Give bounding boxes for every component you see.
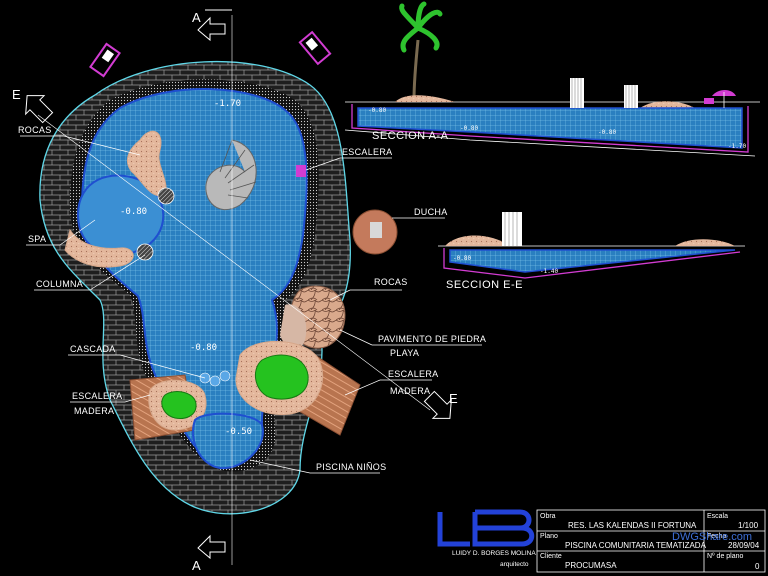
label-escalera-left: ESCALERA <box>72 391 122 401</box>
watermark: DWGShare.com <box>672 531 752 543</box>
section-ee: -0.80 -1.40 SECCION E-E <box>438 212 745 291</box>
label-piscina-ninos: PISCINA NIÑOS <box>316 462 386 472</box>
aa-depth-1: -0.80 <box>368 107 386 114</box>
rocks-spa <box>64 228 134 268</box>
stair-top-right <box>296 165 306 177</box>
sun-lounger-left-icon <box>89 42 121 78</box>
grass-left <box>161 391 197 419</box>
aa-depth-2: -0.80 <box>460 125 478 132</box>
section-marker-a-top: A <box>192 9 232 42</box>
section-mark-a-bottom: A <box>192 558 201 573</box>
leader-cascada: CASCADA <box>68 344 206 379</box>
section-marker-e-left: E <box>12 87 54 124</box>
label-escalera-right: ESCALERA <box>388 369 438 379</box>
leader-escalera-top: ESCALERA <box>305 147 392 171</box>
sun-lounger-right-icon <box>298 30 332 66</box>
depth-mid: -0.80 <box>190 343 217 353</box>
section-ee-title: SECCION E-E <box>446 279 523 291</box>
section-aa-title: SECCION A-A <box>372 130 449 142</box>
fecha-label: Fecha <box>707 533 727 540</box>
plano-label: Plano <box>540 533 558 540</box>
section-mark-a-top: A <box>192 10 201 25</box>
escala-value: 1/100 <box>738 521 759 530</box>
leader-rocas-right: ROCAS <box>329 277 408 301</box>
aa-depth-4: -1.70 <box>728 143 746 150</box>
fecha-value: 28/09/04 <box>728 541 760 550</box>
leader-escalera-right: ESCALERA MADERA <box>344 369 438 396</box>
section-marker-a-bottom: A <box>192 534 226 573</box>
cascade <box>199 370 231 387</box>
leader-escalera-left: ESCALERA MADERA <box>70 391 151 416</box>
obra-label: Obra <box>540 513 556 520</box>
label-rocas-left: ROCAS <box>18 125 52 135</box>
architect-title: arquitecto <box>500 561 529 568</box>
label-playa: PLAYA <box>390 348 419 358</box>
cliente-label: Cliente <box>540 553 562 560</box>
depth-top: -1.70 <box>214 99 241 109</box>
ee-depth-2: -1.40 <box>540 268 558 275</box>
label-spa: SPA <box>28 234 46 244</box>
architect-logo <box>437 509 535 547</box>
ee-depth-1: -0.80 <box>453 255 471 262</box>
leader-columna: COLUMNA <box>34 254 146 291</box>
plano-value: PISCINA COMUNITARIA TEMATIZADA <box>565 541 707 550</box>
label-rocas-right: ROCAS <box>374 277 408 287</box>
label-columna: COLUMNA <box>36 279 83 289</box>
leader-spa: SPA <box>26 219 96 246</box>
label-pavimento: PAVIMENTO DE PIEDRA <box>378 334 486 344</box>
palm-tree-icon <box>399 1 443 101</box>
grass-right <box>254 354 309 400</box>
section-mark-e-left: E <box>12 87 21 102</box>
section-aa: -0.80 -0.80 -0.80 -1.70 SECCION A-A <box>344 1 760 157</box>
leader-pavimento: PAVIMENTO DE PIEDRA PLAYA <box>339 329 486 358</box>
section-mark-e-right: E <box>449 391 458 406</box>
depth-spa: -0.80 <box>120 207 147 217</box>
leader-piscina-ninos: PISCINA NIÑOS <box>249 459 386 474</box>
depth-kids: -0.50 <box>225 427 252 437</box>
title-block: LUIDY D. BORGES MOLINA arquitecto Obra R… <box>437 509 766 573</box>
leader-ducha: DUCHA <box>392 207 448 219</box>
shell-mosaic <box>205 139 257 211</box>
label-ducha: DUCHA <box>414 207 448 217</box>
section-line-e <box>37 114 431 411</box>
escala-label: Escala <box>707 513 728 520</box>
label-cascada: CASCADA <box>70 344 116 354</box>
label-escalera-top: ESCALERA <box>342 147 392 157</box>
column-1 <box>157 187 175 205</box>
shower-head-icon <box>370 222 382 238</box>
architect-name: LUIDY D. BORGES MOLINA <box>452 550 536 557</box>
section-marker-e-right: E <box>423 390 458 419</box>
umbrella-icon <box>704 90 736 108</box>
cliente-value: PROCUMASA <box>565 561 617 570</box>
beach <box>280 304 307 350</box>
obra-value: RES. LAS KALENDAS II FORTUNA <box>568 521 697 530</box>
nplano-label: Nº de plano <box>707 553 744 560</box>
column-2 <box>136 243 154 261</box>
label-madera-left: MADERA <box>74 406 114 416</box>
nplano-value: 0 <box>755 562 760 571</box>
kids-pool <box>192 412 264 470</box>
leader-rocas-left: ROCAS <box>18 125 141 156</box>
aa-depth-3: -0.80 <box>598 129 616 136</box>
label-madera-right: MADERA <box>390 386 430 396</box>
